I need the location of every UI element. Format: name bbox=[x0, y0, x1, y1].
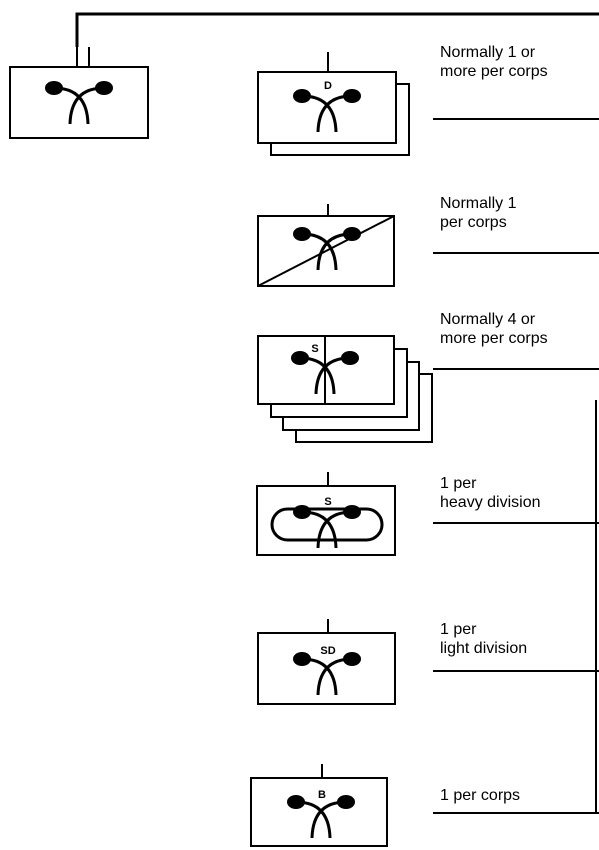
label-line: heavy division bbox=[440, 494, 541, 511]
unit-letter-d: D bbox=[324, 80, 332, 92]
unit-letter-s1: S bbox=[311, 343, 318, 355]
label-divisional: Normally 1 or more per corps bbox=[440, 43, 548, 81]
unit-heavy: S bbox=[256, 472, 599, 556]
label-light: 1 per light division bbox=[440, 620, 527, 658]
label-line: Normally 1 or bbox=[440, 44, 536, 61]
label-line: per corps bbox=[440, 214, 507, 231]
label-line: more per corps bbox=[440, 63, 548, 80]
unit-diagonal bbox=[257, 204, 599, 287]
unit-bridge: B bbox=[250, 764, 599, 847]
hq-connector bbox=[75, 12, 599, 47]
label-line: light division bbox=[440, 640, 528, 657]
unit-divisional: D bbox=[257, 52, 599, 156]
label-line: Normally 1 bbox=[440, 195, 517, 212]
unit-letter-sd: SD bbox=[320, 645, 335, 657]
label-diagonal: Normally 1 per corps bbox=[440, 194, 516, 232]
label-line: more per corps bbox=[440, 330, 548, 347]
label-line: 1 per corps bbox=[440, 787, 521, 804]
label-line: 1 per bbox=[440, 475, 477, 492]
label-line: Normally 4 or bbox=[440, 311, 536, 328]
label-heavy: 1 per heavy division bbox=[440, 474, 541, 512]
label-split: Normally 4 or more per corps bbox=[440, 310, 548, 348]
unit-light: SD bbox=[257, 619, 599, 705]
unit-split: S bbox=[257, 335, 599, 443]
label-line: 1 per bbox=[440, 621, 477, 638]
unit-corps-hq bbox=[9, 47, 149, 139]
unit-letter-b: B bbox=[318, 789, 326, 801]
label-bridge: 1 per corps bbox=[440, 786, 520, 805]
unit-letter-s2: S bbox=[324, 496, 331, 508]
